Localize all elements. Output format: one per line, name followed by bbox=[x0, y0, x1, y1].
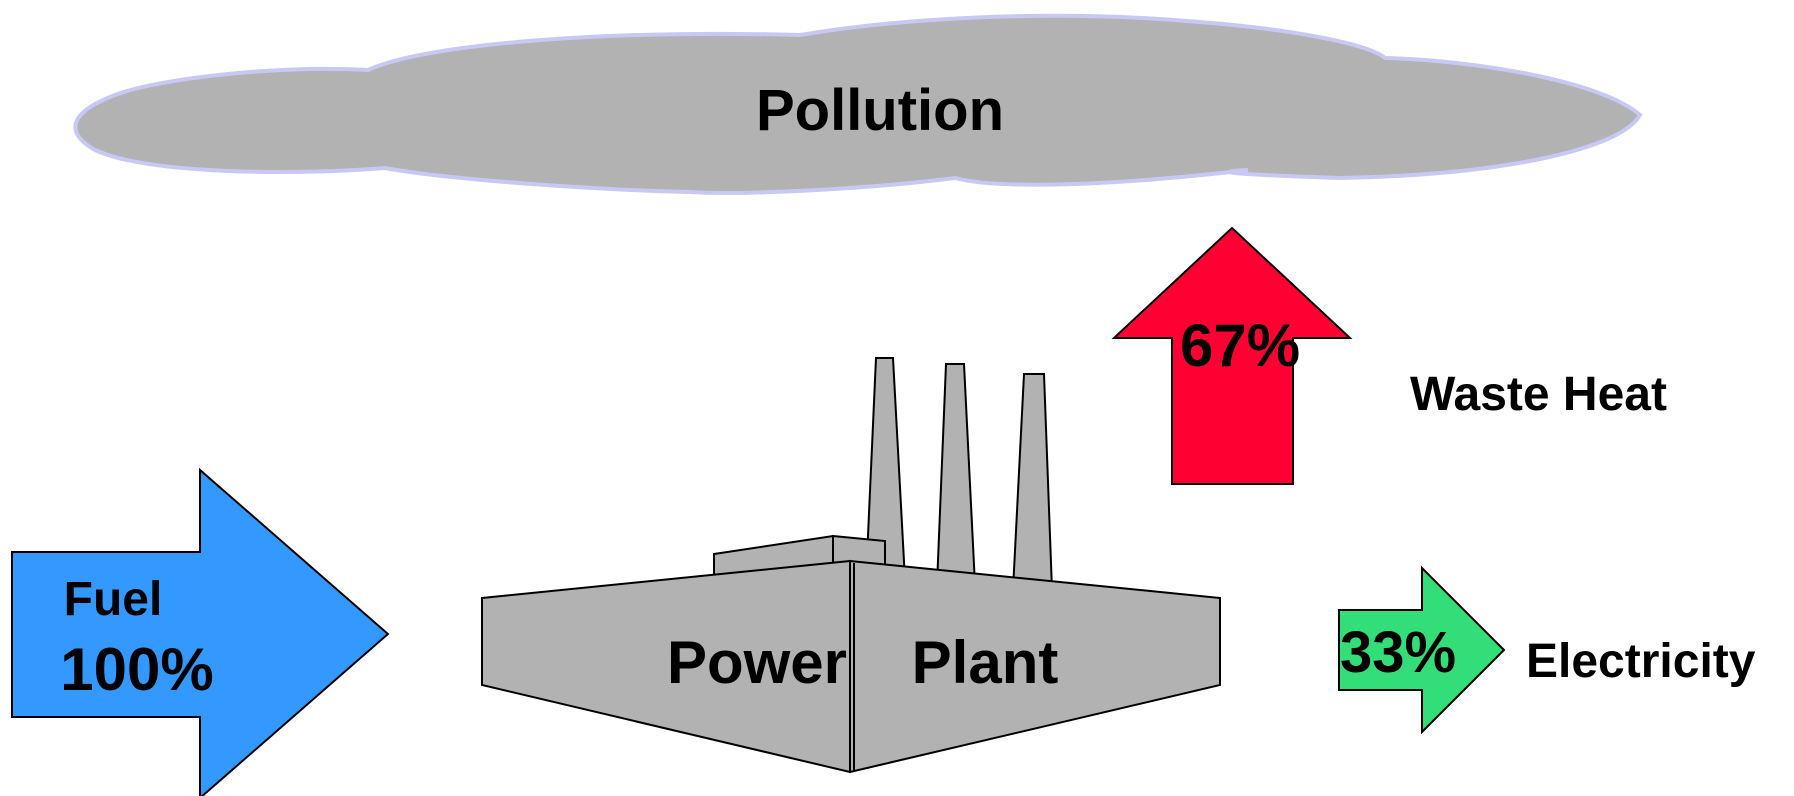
plant-label-power: Power bbox=[667, 629, 847, 696]
waste-heat-percent: 67% bbox=[1180, 312, 1300, 379]
waste-heat-label: Waste Heat bbox=[1410, 368, 1667, 421]
electricity-arrow-shape bbox=[1338, 565, 1506, 735]
pollution-cloud: Pollution bbox=[73, 13, 1643, 195]
fuel-arrow: Fuel 100% bbox=[11, 467, 390, 796]
cloud-shape bbox=[73, 13, 1643, 195]
power-plant: Power Plant bbox=[481, 357, 1221, 774]
plant-building-right bbox=[849, 559, 1221, 774]
plant-label-plant: Plant bbox=[912, 629, 1059, 696]
pollution-label: Pollution bbox=[756, 78, 1004, 143]
fuel-percent: 100% bbox=[60, 636, 213, 703]
electricity-percent: 33% bbox=[1340, 620, 1456, 685]
waste-heat-arrow-shape bbox=[1111, 226, 1353, 485]
electricity-arrow: 33% bbox=[1338, 565, 1506, 735]
smokestack-3 bbox=[1011, 373, 1054, 591]
fuel-arrow-shape bbox=[11, 467, 390, 796]
waste-heat-arrow: 67% bbox=[1111, 226, 1353, 485]
electricity-label: Electricity bbox=[1526, 635, 1756, 688]
fuel-label: Fuel bbox=[64, 573, 163, 626]
smokestack-2 bbox=[935, 363, 977, 586]
